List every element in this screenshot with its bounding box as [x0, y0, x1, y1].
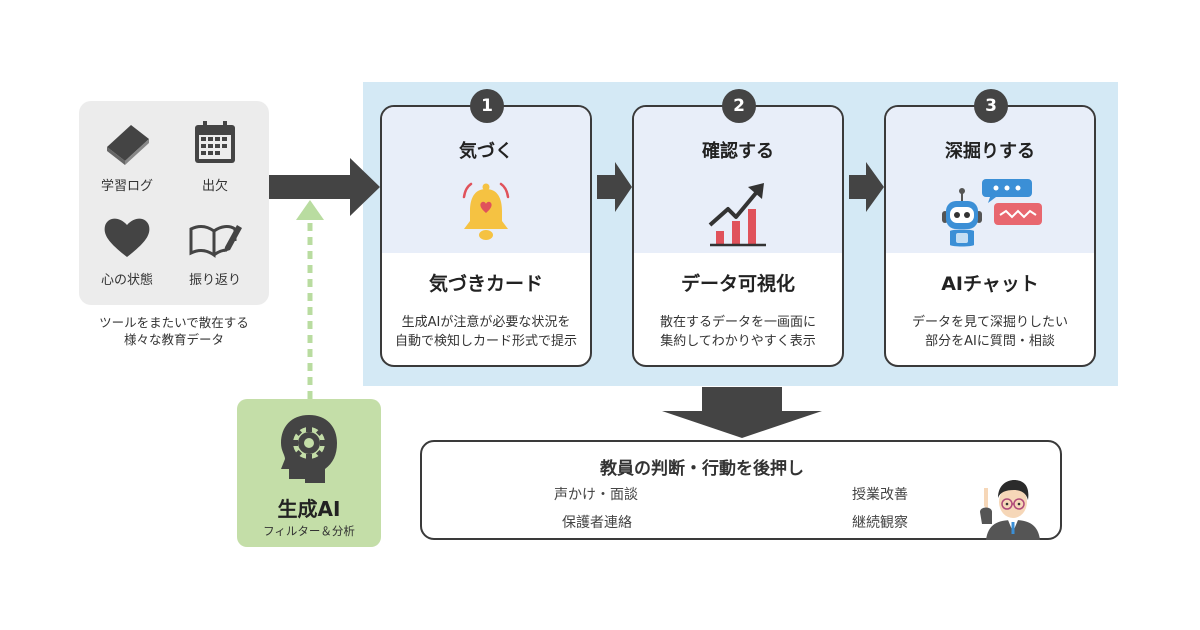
support-item: 声かけ・面談 [554, 487, 638, 503]
step-card-notice: 気づく 気づきカード 生成AIが注意が必要な状況を 自動で検知しカード形式で提示 [380, 105, 592, 367]
tool-label: 振り返り [188, 273, 241, 288]
step-arrow-1-2 [597, 162, 632, 212]
step-title: 気づく [459, 141, 513, 162]
teacher-support-box: 教員の判断・行動を後押し 声かけ・面談 授業改善 保護者連絡 継続観察 [420, 440, 1062, 540]
caption-line: ツールをまたいで散在する [99, 315, 249, 330]
book-icon [107, 125, 149, 165]
step-arrow-2-3 [849, 162, 884, 212]
tool-reflection: 振り返り [175, 211, 255, 288]
notebook-pen-icon [189, 225, 242, 258]
tool-mental-state: 心の状態 [87, 211, 167, 288]
step-description: 生成AIが注意が必要な状況を 自動で検知しカード形式で提示 [382, 313, 590, 351]
genai-subtitle: フィルター＆分析 [263, 524, 355, 538]
support-item: 保護者連絡 [562, 515, 632, 531]
data-sources-panel: 学習ログ 出欠 心の状態 振り返り [79, 101, 269, 305]
dashed-arrow-head [296, 200, 324, 220]
step-title: 確認する [702, 141, 774, 162]
teacher-illustration [980, 480, 1040, 540]
data-sources-caption: ツールをまたいで散在する 様々な教育データ [79, 314, 269, 348]
genai-title: 生成AI [277, 497, 341, 521]
desc-line: データを見て深掘りしたい [911, 315, 1068, 330]
step-card-confirm: 確認する データ可視化 散在するデータを一画面に 集約してわかりやすく表示 [632, 105, 844, 367]
support-item: 継続観察 [852, 515, 908, 531]
support-title: 教員の判断・行動を後押し [600, 459, 804, 479]
step-subtitle: データ可視化 [680, 273, 795, 295]
tool-label: 出欠 [201, 179, 228, 194]
step-subtitle: 気づきカード [428, 273, 543, 295]
down-output-arrow [662, 387, 822, 438]
tool-label: 学習ログ [100, 179, 153, 194]
step-card-dig-deeper: 深掘りする AIチャット データを見て深掘りしたい 部分をAIに質問・相談 [884, 105, 1096, 367]
step-number-badge: 3 [974, 89, 1008, 123]
bar-chart-icon [706, 179, 770, 255]
support-item: 授業改善 [852, 487, 908, 503]
tool-label: 心の状態 [100, 273, 153, 288]
heart-icon [104, 218, 150, 257]
step-number-badge: 2 [722, 89, 756, 123]
step-description: 散在するデータを一画面に 集約してわかりやすく表示 [634, 313, 842, 351]
step-subtitle: AIチャット [941, 273, 1039, 295]
calendar-icon [195, 121, 235, 163]
desc-line: 生成AIが注意が必要な状況を [401, 315, 571, 330]
desc-line: 部分をAIに質問・相談 [925, 334, 1055, 349]
caption-line: 様々な教育データ [123, 332, 224, 347]
robot-chat-icon [936, 175, 1044, 255]
step-description: データを見て深掘りしたい 部分をAIに質問・相談 [886, 313, 1094, 351]
generative-ai-box: 生成AI フィルター＆分析 [237, 399, 381, 547]
tool-learning-log: 学習ログ [87, 117, 167, 194]
tool-attendance: 出欠 [175, 117, 255, 194]
desc-line: 散在するデータを一画面に [659, 315, 816, 330]
main-input-arrow [269, 158, 380, 216]
step-title: 深掘りする [945, 141, 1035, 162]
bell-icon [456, 179, 516, 247]
desc-line: 自動で検知しカード形式で提示 [394, 334, 577, 349]
step-number-badge: 1 [470, 89, 504, 123]
desc-line: 集約してわかりやすく表示 [660, 334, 816, 349]
ai-head-gear-icon [281, 415, 337, 483]
